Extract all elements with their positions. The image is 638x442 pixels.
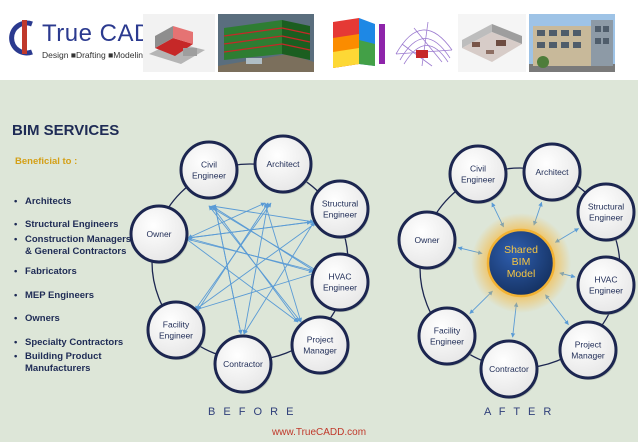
node-circle — [146, 300, 206, 360]
apartment-building-photo-icon — [529, 14, 615, 72]
arrow — [211, 205, 317, 273]
node-owner[interactable]: Owner — [397, 210, 457, 270]
beneficiary-item: Construction Managers & General Contract… — [14, 234, 144, 257]
arrow — [184, 237, 299, 323]
header-banner: True CADD Design ■Drafting ■Modeling — [0, 0, 638, 80]
node-circle — [576, 182, 636, 242]
node-circle — [310, 179, 370, 239]
node-circle — [253, 134, 313, 194]
node-circle — [213, 334, 273, 394]
arrow — [194, 221, 318, 311]
beneficiary-item: MEP Engineers — [14, 290, 144, 302]
node-circle — [129, 204, 189, 264]
node-label: Contractor — [489, 364, 529, 374]
node-architect[interactable]: Architect — [522, 142, 582, 202]
arrow — [264, 202, 302, 323]
node-circle — [290, 315, 350, 375]
node-label: Owner — [414, 235, 439, 245]
arrow — [211, 204, 315, 224]
node-label: Architect — [535, 167, 569, 177]
energy-analysis-model-icon — [317, 14, 389, 72]
beneficiary-item: Structural Engineers — [14, 219, 144, 231]
3d-building-model-icon — [143, 14, 215, 72]
section-title: BIM SERVICES — [12, 122, 120, 139]
node-contractor[interactable]: Contractor — [213, 334, 273, 394]
beneficial-label: Beneficial to : — [15, 156, 78, 167]
beneficiary-item: Architects — [14, 196, 144, 208]
node-circle — [522, 142, 582, 202]
node-owner[interactable]: Owner — [129, 204, 189, 264]
node-label: Architect — [266, 159, 300, 169]
beneficiary-item: Owners — [14, 313, 144, 325]
node-circle — [310, 252, 370, 312]
node-circle — [417, 306, 477, 366]
before-caption: B E F O R E — [208, 406, 297, 418]
after-caption: A F T E R — [484, 406, 554, 418]
node-contractor[interactable]: Contractor — [479, 339, 539, 399]
brand-tagline: Design ■Drafting ■Modeling — [42, 50, 148, 60]
building-facade-model-icon — [218, 14, 314, 72]
node-label: Contractor — [223, 359, 263, 369]
node-circle — [479, 339, 539, 399]
node-circle — [179, 140, 239, 200]
bim-core — [486, 228, 556, 298]
arrow — [181, 236, 320, 274]
arrow — [213, 205, 243, 335]
beneficiary-item: Fabricators — [14, 266, 144, 278]
node-circle — [558, 320, 618, 380]
node-label: Owner — [146, 229, 171, 239]
structural-dome-model-icon — [392, 14, 455, 72]
beneficiary-item: Specialty Contractors — [14, 337, 144, 349]
node-circle — [448, 144, 508, 204]
node-architect[interactable]: Architect — [253, 134, 313, 194]
floor-plan-model-icon — [458, 14, 526, 72]
website-url[interactable]: www.TrueCADD.com — [271, 427, 367, 438]
logo-mark-icon — [9, 20, 33, 56]
node-circle — [397, 210, 457, 270]
beneficiary-item: Building Product Manufacturers — [14, 351, 144, 374]
node-circle — [576, 255, 636, 315]
